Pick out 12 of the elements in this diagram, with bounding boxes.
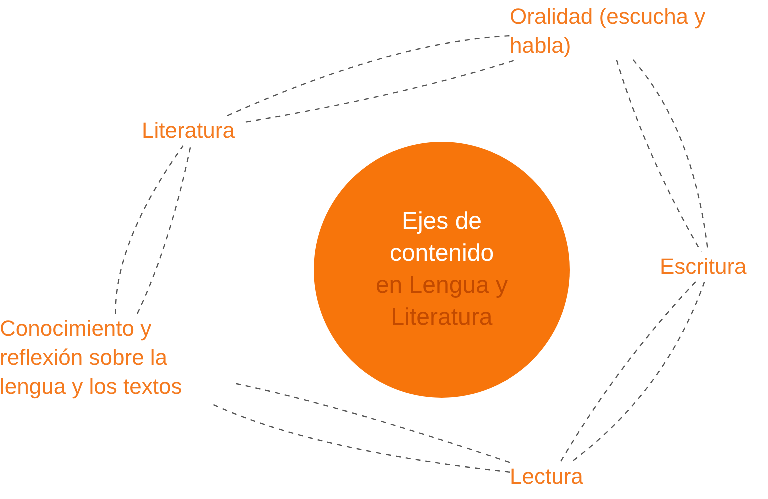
topic-label: Oralidad (escucha y habla) xyxy=(510,2,706,60)
dashed-arc xyxy=(115,146,184,314)
topic-label: Literatura xyxy=(142,116,246,146)
dashed-arc xyxy=(227,35,510,117)
dashed-arc xyxy=(136,146,192,314)
topic-label: Escritura xyxy=(660,252,760,282)
dashed-arc xyxy=(246,59,517,123)
dashed-arc xyxy=(212,403,510,473)
topic-label: Lectura xyxy=(510,462,594,492)
topic-label: Conocimiento y reflexión sobre la lengua y los textos xyxy=(0,314,232,404)
circle-heading: Ejes de contenido xyxy=(388,207,496,269)
dashed-arc xyxy=(616,60,702,252)
